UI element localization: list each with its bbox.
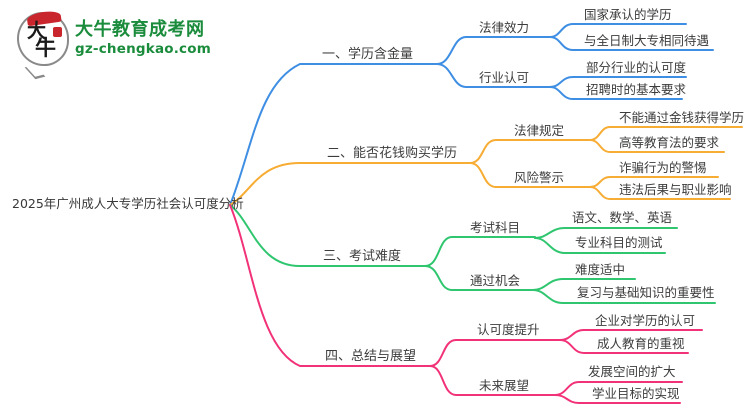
branch3-sub2-label: 通过机会	[470, 273, 521, 288]
logo-site-name: 大牛教育成考网	[75, 19, 205, 40]
branch2-sub1-leaf1: 不能通过金钱获得学历	[619, 110, 745, 125]
branch3-sub2-leaf1: 难度适中	[575, 262, 626, 277]
branch1-sub1-leaf2: 与全日制大专相同待遇	[584, 33, 710, 48]
branch3-label: 三、考试难度	[323, 249, 402, 264]
branch2-sub2-leaf2: 违法后果与职业影响	[619, 182, 732, 197]
branch2-sub1-label: 法律规定	[514, 123, 565, 138]
branch4-lines	[229, 204, 703, 404]
branch2-sub2-label: 风险警示	[514, 170, 565, 185]
branch1-sub2-label: 行业认可	[479, 70, 530, 85]
logo-bubble-char-bottom: 牛	[35, 35, 56, 60]
logo-site-domain: gz-chengkao.com	[75, 41, 212, 57]
branch1-sub2-leaf1: 部分行业的认可度	[586, 60, 687, 75]
logo-speech-bubble-icon: 大 牛	[17, 9, 69, 80]
branch4-sub1-leaf1: 企业对学历的认可	[595, 313, 696, 328]
branch1-sub1-leaf1: 国家承认的学历	[584, 7, 672, 22]
branch2-sub2-leaf1: 诈骗行为的警惕	[619, 160, 707, 175]
site-logo: 大 牛 大牛教育成考网 gz-chengkao.com	[14, 8, 214, 80]
branch3-sub2-leaf2: 复习与基础知识的重要性	[577, 285, 715, 300]
root-node: 2025年广州成人大专学历社会认可度分析	[12, 196, 244, 211]
branch1-lines	[229, 23, 714, 206]
branch4-sub1-leaf2: 成人教育的重视	[597, 336, 685, 351]
branch4-sub2-leaf1: 发展空间的扩大	[588, 364, 676, 379]
logo-red-seal-icon	[53, 27, 62, 37]
branch1-label: 一、学历含金量	[322, 47, 414, 62]
branch4-sub2-leaf2: 学业目标的实现	[592, 386, 680, 401]
branch2-label: 二、能否花钱购买学历	[327, 146, 458, 161]
branch3-sub1-leaf1: 语文、数学、英语	[572, 210, 673, 225]
branch4-sub1-label: 认可度提升	[477, 322, 540, 337]
branch1-sub2-leaf2: 招聘时的基本要求	[586, 82, 687, 97]
branch2-lines	[229, 126, 743, 206]
branch2-sub1-leaf2: 高等教育法的要求	[619, 135, 720, 150]
logo-bubble-char-top: 大	[27, 20, 47, 42]
branch3-sub1-leaf2: 专业科目的测试	[575, 235, 663, 250]
branch4-label: 四、总结与展望	[325, 349, 417, 364]
branch3-sub1-label: 考试科目	[470, 220, 521, 235]
branch4-sub2-label: 未来展望	[479, 378, 530, 393]
branch1-sub1-label: 法律效力	[479, 20, 530, 35]
branch3-lines	[229, 204, 716, 304]
